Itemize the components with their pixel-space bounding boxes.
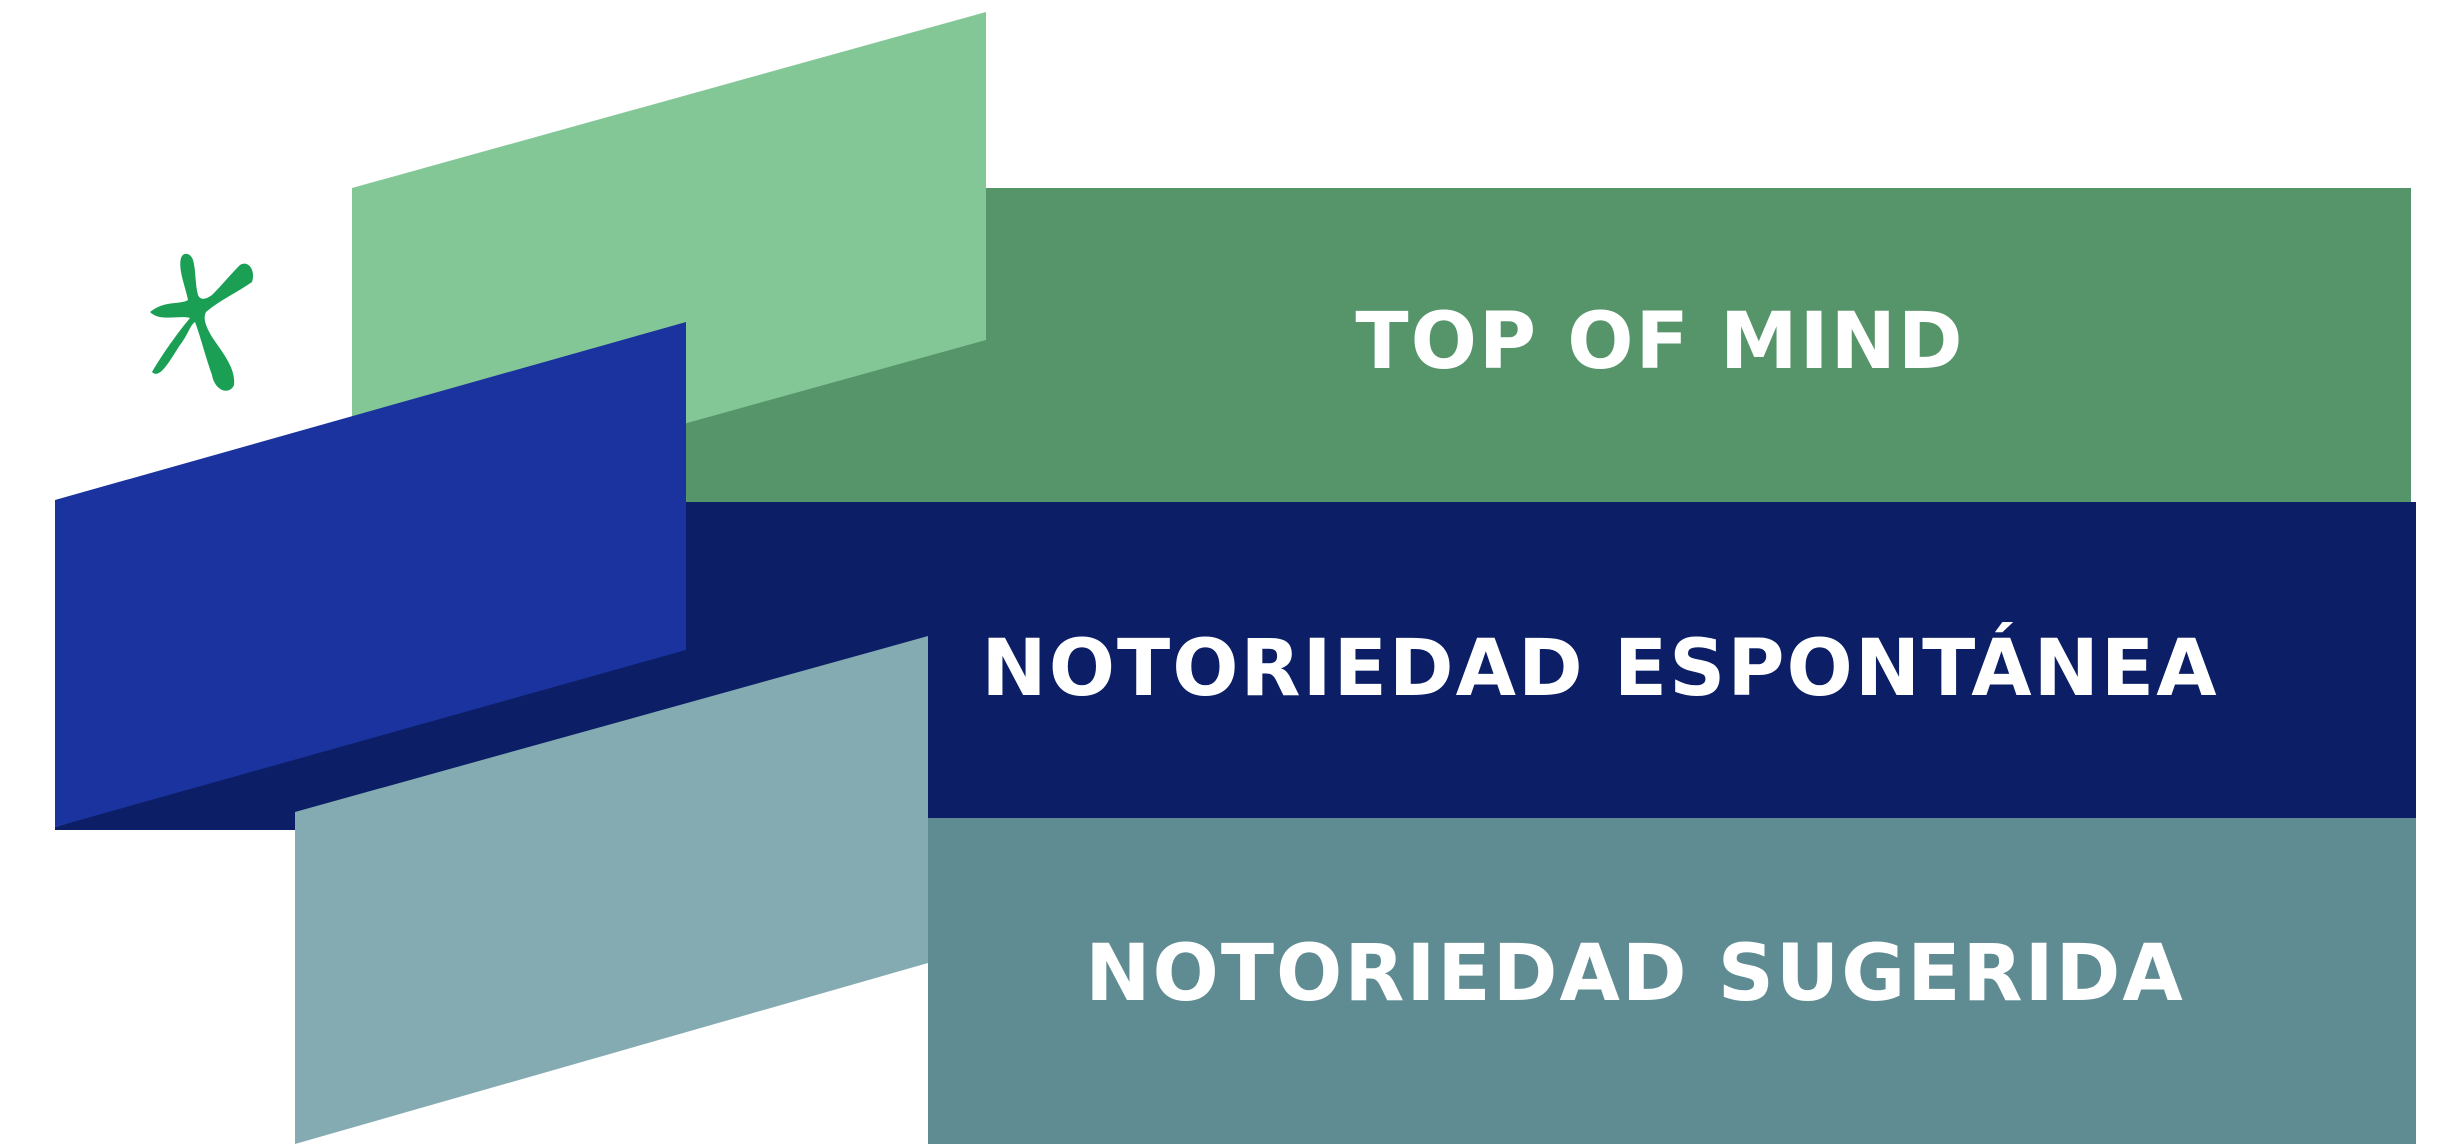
band-notoriedad-sugerida xyxy=(928,818,2416,1144)
band-notoriedad-espontanea xyxy=(685,502,2416,818)
green-asterisk-logo-icon xyxy=(150,253,254,391)
label-top-of-mind: TOP OF MIND xyxy=(1355,297,1964,387)
panel-notoriedad-sugerida xyxy=(295,636,928,1144)
logo-shape xyxy=(150,253,254,391)
label-notoriedad-espontanea: NOTORIEDAD ESPONTÁNEA xyxy=(981,622,2218,714)
label-notoriedad-sugerida: NOTORIEDAD SUGERIDA xyxy=(1085,929,2185,1019)
panel-notoriedad-espontanea xyxy=(55,322,686,827)
